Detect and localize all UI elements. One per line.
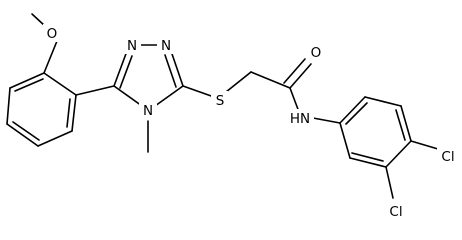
bond-triazole-n4-c5 xyxy=(113,85,143,107)
atom-cl-bottom: Cl xyxy=(385,202,408,221)
bond-dcp-5 xyxy=(349,157,387,168)
bond-phenyl-triazole xyxy=(75,85,115,96)
bond-ch2-carbonyl xyxy=(250,71,291,89)
bond-triazole-n2-c3 xyxy=(170,50,184,87)
bond-methoxy-o-aryl xyxy=(43,40,58,74)
molecule-structure: O N N N S O HN Cl xyxy=(6,13,460,221)
atom-s-label: S xyxy=(216,93,225,109)
bond-dcp-3 xyxy=(400,105,412,142)
bond-methoxy-methyl xyxy=(31,13,46,27)
bond-phenyl-inner-1 xyxy=(66,98,71,128)
atom-labels: O N N N S O HN Cl xyxy=(43,24,460,221)
atom-nh: HN xyxy=(286,109,314,128)
bond-s-ch2 xyxy=(225,71,252,93)
atom-o-methoxy: O xyxy=(43,24,62,42)
bond-dcp-inner-3 xyxy=(351,152,384,162)
bond-carbonyl-nh xyxy=(289,87,300,113)
bond-dcp-4 xyxy=(385,140,412,168)
bond-phenyl-inner-2 xyxy=(12,121,40,141)
bond-triazole-s xyxy=(182,85,215,98)
bond-dcp-2 xyxy=(364,96,402,107)
bond-triazole-c5-n1 xyxy=(113,50,128,87)
atom-s: S xyxy=(211,91,228,110)
bond-triazole-c3-n4 xyxy=(154,85,184,107)
atom-cl-top: Cl xyxy=(437,147,460,166)
atom-o-carbonyl-label: O xyxy=(311,45,322,61)
bond-dcp-1 xyxy=(339,96,366,124)
bond-phenyl-4 xyxy=(6,123,39,147)
bond-phenyl-2 xyxy=(71,94,77,132)
atom-o-methoxy-label: O xyxy=(47,26,58,42)
bond-dcp-6 xyxy=(339,122,351,159)
bond-lines xyxy=(6,13,439,199)
atom-n-top-right-label: N xyxy=(161,38,171,54)
bond-phenyl-inner-3 xyxy=(14,78,44,92)
atom-n-methyl-label: N xyxy=(143,103,153,119)
bond-phenyl-6 xyxy=(9,72,45,89)
bond-triazole-c5-n1-double xyxy=(119,55,133,89)
bond-dcp-inner-1 xyxy=(345,102,368,125)
bond-phenyl-1 xyxy=(43,72,77,96)
bond-phenyl-5 xyxy=(6,87,11,125)
structure-drawing: O N N N S O HN Cl xyxy=(6,13,460,221)
atom-cl-bottom-label: Cl xyxy=(389,204,402,220)
bond-c-cl-bottom xyxy=(385,166,394,199)
atom-nh-label: HN xyxy=(290,111,310,127)
atom-n-top-left-label: N xyxy=(127,38,137,54)
bond-phenyl-3 xyxy=(37,130,73,147)
atom-n-top-left: N xyxy=(123,36,141,54)
bond-c-cl-top xyxy=(410,140,439,150)
bond-carbonyl-1 xyxy=(289,63,312,89)
bond-carbonyl-2 xyxy=(283,58,306,84)
bond-nh-aryl xyxy=(312,117,341,124)
atom-n-top-right: N xyxy=(157,36,175,54)
bond-triazole-n2-c3-double xyxy=(164,54,177,88)
atom-o-carbonyl: O xyxy=(307,43,326,62)
atom-cl-top-label: Cl xyxy=(441,149,454,165)
bond-dcp-inner-2 xyxy=(395,109,406,141)
atom-n-methyl: N xyxy=(139,101,157,120)
